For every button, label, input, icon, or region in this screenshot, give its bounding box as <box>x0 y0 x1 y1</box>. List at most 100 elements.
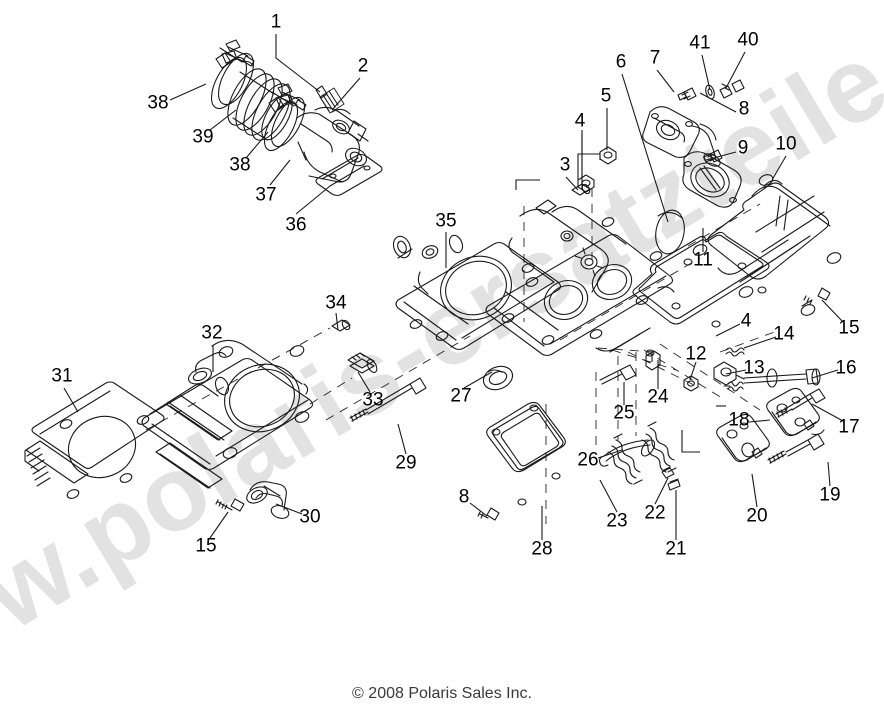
leader-line-33 <box>357 371 371 393</box>
leader-line-41 <box>701 54 711 91</box>
leader-line-16 <box>811 369 839 379</box>
callout-number-11: 11 <box>693 249 713 271</box>
leader-line-20 <box>751 473 758 508</box>
callout-number-30: 30 <box>299 506 321 528</box>
callout-number-15: 15 <box>838 317 860 339</box>
part-7-thermostat-housing <box>642 106 721 167</box>
part-39-intake-boot <box>227 68 293 141</box>
leader-line-15 <box>821 299 844 323</box>
callout-number-2: 2 <box>357 55 369 77</box>
callout-number-6: 6 <box>615 51 627 73</box>
leader-line-7 <box>656 69 675 93</box>
callout-number-38: 38 <box>147 92 169 114</box>
leader-line-38b <box>245 131 269 159</box>
leader-line-22 <box>654 477 669 505</box>
leader-line-26 <box>597 449 623 459</box>
part-35-cylinder-head <box>392 234 562 351</box>
callout-number-39: 39 <box>192 126 214 148</box>
leader-line-18 <box>748 419 771 423</box>
callout-number-34: 34 <box>325 292 347 314</box>
part-28-cover <box>486 401 566 506</box>
valve-seat-detail-2 <box>560 230 574 242</box>
leader-line-2 <box>331 77 361 111</box>
callout-number-35: 35 <box>435 210 457 232</box>
leader-line-30 <box>275 503 303 515</box>
leader-line-38 <box>169 83 207 101</box>
part-15-bolt-right <box>801 287 831 307</box>
part-13-adjuster <box>713 361 745 386</box>
valve-seat-detail <box>574 247 604 277</box>
part-14-spring-small <box>725 347 745 357</box>
callout-number-8b: 8 <box>458 486 470 508</box>
leader-line-8b <box>469 502 488 517</box>
callout-number-17: 17 <box>838 416 860 438</box>
part-40-bolt <box>719 79 745 99</box>
leader-line-12 <box>689 361 697 381</box>
leader-line-31 <box>63 387 79 413</box>
callout-number-5: 5 <box>600 85 612 107</box>
leader-line-8 <box>699 92 737 113</box>
part-10-valve-cover <box>692 174 842 316</box>
callout-number-27: 27 <box>450 385 472 407</box>
callout-number-40: 40 <box>737 29 759 51</box>
part-8-screw-lower <box>477 507 500 521</box>
copyright-notice: © 2008 Polaris Sales Inc. <box>352 685 532 702</box>
part-20-rocker-arm <box>716 413 770 463</box>
leader-line-1 <box>275 34 321 93</box>
leader-line-29 <box>397 423 407 455</box>
callout-number-31: 31 <box>51 365 73 387</box>
leader-line-14 <box>743 336 777 349</box>
leader-line-23 <box>599 479 618 513</box>
callout-number-18: 18 <box>728 409 750 431</box>
callout-number-4b: 4 <box>740 310 752 332</box>
part-19-bolt <box>767 433 825 464</box>
callout-number-4: 4 <box>574 110 586 132</box>
leader-line-17 <box>811 403 844 422</box>
part-1-bolts <box>219 39 307 111</box>
callout-number-15b: 15 <box>195 535 217 557</box>
callout-number-37: 37 <box>255 184 277 206</box>
part-9-flange <box>682 151 742 208</box>
part-4-cylinder-head-assembly <box>485 199 675 357</box>
callout-number-36: 36 <box>285 214 307 236</box>
leader-line-27 <box>463 371 493 389</box>
part-6-oring <box>655 209 685 255</box>
part-15-screw-left <box>215 498 245 512</box>
callout-number-22: 22 <box>644 502 666 524</box>
leader-line-36 <box>295 185 331 215</box>
part-22-retainer <box>661 466 675 479</box>
leader-line-37 <box>269 159 291 186</box>
leader-line-4b <box>715 323 741 337</box>
part-32-cylinder <box>141 339 314 489</box>
part-18-rocker-arm <box>766 387 825 437</box>
callout-number-24: 24 <box>647 386 669 408</box>
part-34-dowel <box>331 319 351 332</box>
leader-line-3 <box>565 176 579 191</box>
part-27-oring <box>482 365 514 391</box>
part-29-bolt <box>349 377 427 422</box>
part-37-intake-manifold <box>296 106 369 183</box>
leader-line-34 <box>335 312 339 331</box>
callout-number-13: 13 <box>743 357 765 379</box>
callout-number-1: 1 <box>270 11 282 33</box>
part-21-keeper <box>667 478 681 491</box>
callout-number-9: 9 <box>737 137 749 159</box>
part-16-stud <box>723 368 821 392</box>
callout-number-14: 14 <box>773 323 795 345</box>
part-23-springs <box>607 421 677 485</box>
part-38-clamp-left <box>210 46 255 110</box>
leader-line-9 <box>705 151 737 161</box>
callout-number-32: 32 <box>201 322 223 344</box>
callout-number-23: 23 <box>606 510 628 532</box>
callout-number-25: 25 <box>613 402 635 424</box>
leader-line-15b <box>209 511 229 539</box>
leader-line-39 <box>209 109 237 131</box>
leader-line-6 <box>621 73 669 223</box>
callout-number-29: 29 <box>395 452 417 474</box>
callout-number-12: 12 <box>685 343 707 365</box>
callout-number-41: 41 <box>689 32 711 54</box>
callout-number-3: 3 <box>559 154 571 176</box>
part-36-manifold-gasket <box>315 153 383 197</box>
